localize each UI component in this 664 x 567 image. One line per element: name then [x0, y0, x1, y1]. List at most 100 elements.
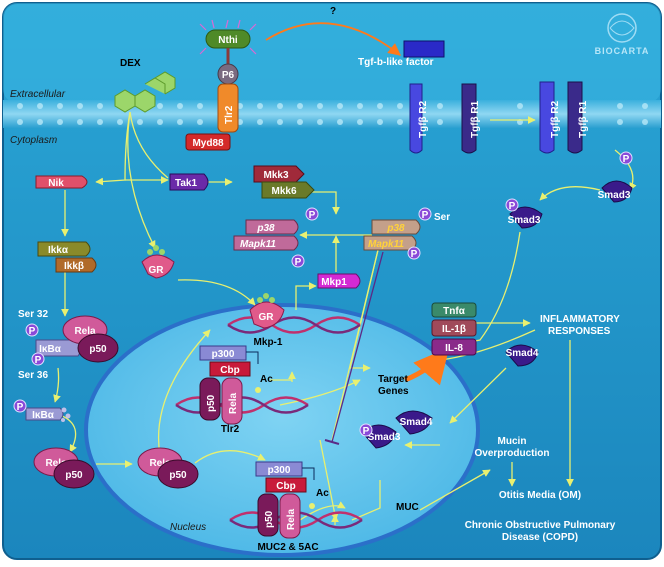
mucin-label-line1: Mucin: [498, 436, 527, 447]
ikkb-label: Ikkβ: [64, 261, 84, 272]
p50-label-1: p50: [89, 344, 107, 355]
phospho-badge: P: [305, 207, 319, 221]
p50-label-3: p50: [169, 470, 187, 481]
tgfb-receptor-pair-1: [409, 83, 477, 154]
smad3-label-1: Smad3: [598, 190, 631, 201]
ser-label: Ser: [434, 212, 450, 223]
p300-node-1: [199, 345, 247, 361]
myd88-label: Myd88: [192, 138, 224, 149]
target-genes-label-line2: Genes: [378, 386, 409, 397]
mkp1-node: [317, 273, 361, 289]
p300-label-2: p300: [268, 465, 291, 476]
nthi-bacterium: Nthi: [199, 19, 257, 55]
mapk11-node-1: [233, 235, 299, 251]
muc-gene-label: MUC2 & 5AC: [257, 542, 318, 553]
smad4-label-1: Smad4: [506, 348, 539, 359]
dex-label: DEX: [120, 58, 141, 69]
ikka-node: [37, 241, 91, 257]
svg-text:P: P: [363, 426, 370, 437]
mkk6-node: [261, 181, 315, 199]
p50-label-4: p50: [206, 394, 217, 412]
cbp-node-2: [265, 477, 307, 493]
smad4-label-2: Smad4: [400, 417, 433, 428]
tgfbr2-label-1: Tgfβ R2: [418, 100, 429, 138]
svg-text:P: P: [509, 201, 516, 212]
inflammatory-label-line2: RESPONSES: [548, 326, 611, 337]
extracellular-label: Extracellular: [10, 89, 66, 100]
p38-node-2: [371, 219, 421, 235]
smad3-label-3: Smad3: [368, 432, 401, 443]
phospho-badge: P: [407, 246, 421, 260]
p50-node-2: [53, 459, 95, 489]
il8-node: [431, 338, 477, 356]
mkk3-label: Mkk3: [263, 170, 288, 181]
gr-label-2: GR: [259, 312, 275, 323]
tlr2-label: Tlr2: [224, 105, 235, 124]
ac-label-1: Ac: [260, 374, 273, 385]
ikkb-node: [55, 257, 97, 273]
acetyl-dot-2: [309, 503, 315, 509]
signal-arrows: [53, 111, 637, 525]
mkp1-label: Mkp1: [321, 277, 347, 288]
ser32-label: Ser 32: [18, 309, 48, 320]
svg-text:P: P: [29, 326, 36, 337]
nik-node: [35, 175, 88, 189]
p50-node-1: [77, 333, 119, 363]
tgfbr1-label-1: Tgfβ R1: [470, 100, 481, 138]
p50-node-5: [257, 493, 279, 537]
tnfa-node: [431, 302, 477, 318]
il1b-node: [431, 319, 477, 337]
svg-text:P: P: [422, 210, 429, 221]
tak1-label: Tak1: [175, 178, 197, 189]
il1b-label: IL-1β: [442, 324, 466, 335]
mapk11-label-1: Mapk11: [240, 239, 276, 250]
phospho-badge: P: [31, 352, 45, 366]
cbp-label-1: Cbp: [220, 365, 239, 376]
membrane-lipids: [17, 103, 648, 125]
rela-label-5: Rela: [286, 508, 297, 530]
rela-label-3: Rela: [149, 458, 171, 469]
cytoplasm-label: Cytoplasm: [10, 135, 57, 146]
tlr2-receptor: [217, 83, 239, 133]
phospho-badges: P P P P P P P P P P: [13, 151, 633, 437]
p38-label-1: p38: [256, 223, 275, 234]
svg-text:P: P: [295, 257, 302, 268]
otitis-label: Otitis Media (OM): [499, 490, 581, 501]
svg-text:P: P: [35, 355, 42, 366]
target-genes-label-line1: Target: [378, 374, 408, 385]
ser36-label: Ser 36: [18, 370, 48, 381]
svg-text:P: P: [17, 402, 24, 413]
muc-label: MUC: [396, 502, 419, 513]
mucin-label-line2: Overproduction: [474, 448, 549, 459]
ac-label-2: Ac: [316, 488, 329, 499]
rela-node-4: [221, 377, 243, 425]
smad4-node-1: [505, 344, 539, 367]
tgfbr1-label-2: Tgfβ R1: [578, 100, 589, 138]
tnfa-label: Tnfα: [443, 306, 466, 317]
svg-text:P: P: [411, 249, 418, 260]
tgf-factor-label: Tgf-b-like factor: [358, 57, 434, 68]
phospho-badge: P: [359, 423, 373, 437]
p300-label-1: p300: [212, 349, 235, 360]
phospho-badge: P: [13, 399, 27, 413]
gr-node-2: [249, 301, 285, 329]
cbp-node-1: [209, 361, 251, 377]
il8-label: IL-8: [445, 343, 463, 354]
svg-text:P: P: [623, 154, 630, 165]
tak1-node: [169, 173, 209, 191]
nik-label: Nik: [48, 178, 64, 189]
p50-node-4: [199, 377, 221, 421]
mapk11-label-2: Mapk11: [368, 239, 404, 250]
svg-text:P: P: [309, 210, 316, 221]
p6-label: P6: [222, 70, 235, 81]
cbp-label-2: Cbp: [276, 481, 295, 492]
smad4-node-2: [395, 410, 433, 435]
tgf-factor-node: [403, 40, 445, 58]
mkp1-inhibition: [331, 251, 384, 443]
p38-node-1: [245, 219, 299, 235]
rela-label-4: Rela: [228, 392, 239, 414]
acetyl-dot-1: [255, 387, 261, 393]
unknown-link-label: ?: [330, 6, 336, 17]
biocarta-logo: BIOCARTA: [595, 13, 648, 56]
